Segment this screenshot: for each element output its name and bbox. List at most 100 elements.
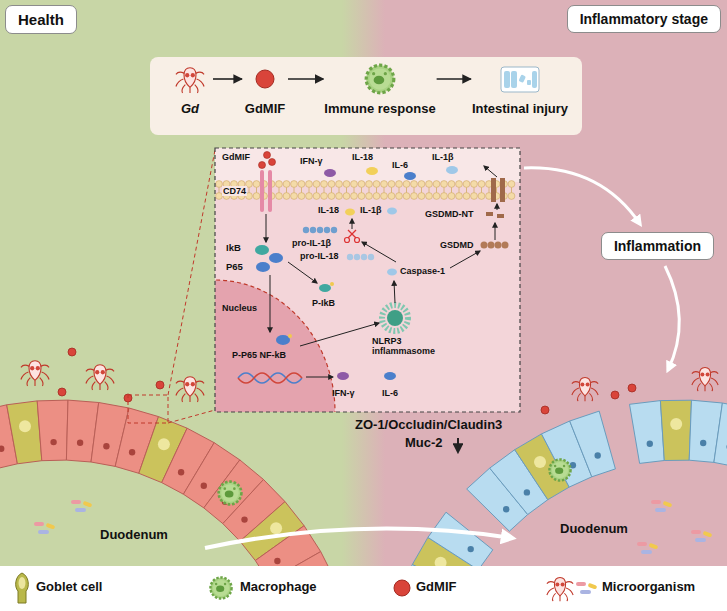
lipid-head: [358, 193, 365, 200]
scissors: [355, 238, 360, 243]
gdmif-molecule: [259, 162, 266, 169]
lipid-tail: [376, 187, 377, 193]
lipid-head: [276, 181, 283, 188]
lipid-head: [381, 181, 388, 188]
pro-il-1b-chain: [303, 227, 309, 233]
lipid-tail: [286, 187, 287, 193]
cell-nucleus: [524, 489, 530, 495]
lipid-head: [441, 181, 448, 188]
flow-arrow: [437, 78, 471, 80]
cell-nucleus: [103, 443, 109, 449]
goblet-mucus: [158, 438, 170, 450]
zoom-lines: [128, 395, 168, 423]
cell-inset: [95, 148, 520, 544]
lipid-head: [418, 193, 425, 200]
cell-nucleus: [129, 449, 135, 455]
giardia-parasite: [21, 361, 49, 386]
lipid-head: [418, 181, 425, 188]
lipid-head: [426, 193, 433, 200]
label-text: IkB: [226, 243, 241, 254]
lipid-head: [283, 193, 290, 200]
node-text: GdMIF: [243, 102, 287, 117]
lipid-head: [426, 181, 433, 188]
lipid-tail: [414, 187, 415, 193]
lipid-tail: [444, 187, 445, 193]
lipid-head: [336, 193, 343, 200]
lipid-head: [321, 193, 328, 200]
label-text: IFN-γ: [332, 388, 355, 398]
lipid-head: [456, 181, 463, 188]
pathway-arrow: [352, 219, 353, 229]
macrophage-cell: [549, 459, 570, 480]
lipid-head: [253, 181, 260, 188]
ikb-p65-complex: [255, 245, 269, 255]
label-text: P-P65 NF-kB: [232, 350, 286, 360]
flow-icon: [168, 62, 212, 96]
lipid-tail: [309, 187, 310, 193]
cytokine: [366, 167, 378, 175]
lipid-head: [441, 193, 448, 200]
flow-icon: [358, 62, 402, 96]
lipid-head: [351, 193, 358, 200]
lipid-head: [366, 181, 373, 188]
lipid-head: [298, 193, 305, 200]
legend-bar: [0, 566, 727, 611]
lipid-head: [253, 193, 260, 200]
nlrp3-inflammasome: [382, 305, 408, 331]
lipid-head: [448, 193, 455, 200]
gsdmd-chain: [481, 242, 509, 249]
epithelial-cell: [37, 400, 68, 461]
gsdmd-pore: [500, 178, 505, 202]
lipid-head: [298, 181, 305, 188]
lipid-head: [336, 181, 343, 188]
lipid-head: [411, 181, 418, 188]
pro-il-1b-chain: [303, 227, 337, 233]
lipid-head: [321, 181, 328, 188]
lipid-head: [291, 181, 298, 188]
lipid-tail: [346, 187, 347, 193]
node-text: Gd: [168, 102, 212, 117]
giardia-parasite: [176, 377, 204, 402]
lipid-tail: [496, 187, 497, 193]
lipid-tail: [511, 187, 512, 193]
pro-il-18-chain: [368, 254, 374, 260]
lipid-head: [508, 181, 515, 188]
label-text: GSDMD: [440, 240, 474, 250]
lipid-head: [283, 181, 290, 188]
pro-il-18-chain: [347, 254, 353, 260]
p-p65: [276, 335, 290, 345]
label-text: IL-1β: [360, 205, 382, 215]
stage-label: Inflammation: [601, 232, 714, 260]
cytokine: [324, 169, 336, 177]
label-text: CD74: [222, 186, 247, 196]
lipid-head: [403, 181, 410, 188]
microorganism: [71, 500, 92, 512]
label-text: IL-18: [318, 205, 339, 215]
gdmif-dot: [58, 388, 66, 396]
microorganism: [34, 500, 712, 554]
gdmif-dot: [628, 384, 636, 392]
zoom-lines: [168, 410, 215, 423]
lipid-head: [373, 181, 380, 188]
lipid-head: [433, 193, 440, 200]
label-text: IL-6: [382, 388, 398, 398]
cell-inset: [215, 148, 520, 412]
flow-icon: [256, 70, 274, 88]
flow-icon: [176, 68, 204, 93]
nlrp3-inflammasome: [382, 305, 408, 331]
lipid-head: [343, 181, 350, 188]
pro-il-18-chain: [347, 254, 374, 260]
lipid-tail: [354, 187, 355, 193]
lipid-tail: [249, 187, 250, 193]
cytokine: [384, 372, 396, 380]
cell-nucleus: [50, 439, 56, 445]
pathway-arrow: [484, 166, 497, 177]
label-text: IL-18: [352, 152, 373, 162]
pathway-arrow: [394, 281, 395, 303]
pro-il-1b-chain: [310, 227, 316, 233]
goblet-mucus: [534, 456, 546, 468]
label-text: pro-IL-1β: [292, 238, 331, 248]
